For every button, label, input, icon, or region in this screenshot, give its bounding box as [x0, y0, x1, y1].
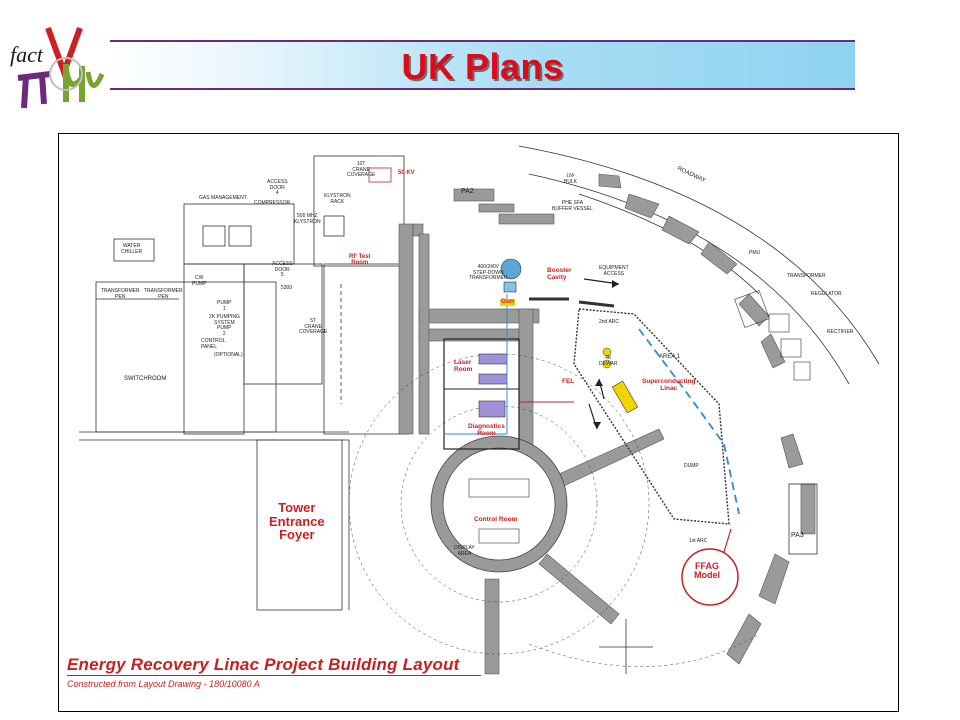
label-dim-5300: 5300: [281, 285, 293, 291]
label-transformer: TRANSFORMER: [787, 273, 826, 279]
label-50kv: 50 KV: [398, 170, 415, 176]
drawing-caption-subtitle: Constructed from Layout Drawing - 180/10…: [67, 679, 260, 689]
label-equipment-access: EQUIPMENT ACCESS: [599, 265, 629, 277]
label-area-1: AREA 1: [659, 354, 681, 360]
label-klystron-rack: KLYSTRON RACK: [324, 193, 351, 205]
logo-text: fact: [10, 42, 43, 67]
label-access-door-5: ACCESS DOOR 5: [272, 261, 293, 278]
label-klystron-500: 500 MHZ KLYSTRON: [294, 213, 321, 225]
label-laser-room: Laser Room: [454, 359, 473, 373]
label-tower-entrance-foyer: Tower Entrance Foyer: [269, 500, 325, 543]
building-layout-drawing: RF Test Room 50 KV Booster Cavity Gun La…: [58, 133, 899, 712]
label-booster-cavity: Booster Cavity: [547, 267, 572, 281]
label-water-chiller: WATER CHILLER: [121, 243, 143, 255]
label-step-down-transformer: 400/240V STEP-DOWN TRANSFORMER: [469, 264, 508, 281]
label-ffag-model: FFAG Model: [694, 561, 720, 581]
erl-racetrack: [500, 258, 730, 525]
label-fel: FEL: [562, 378, 575, 385]
laser-tables: [478, 353, 508, 418]
label-regulator: REGULATOR: [811, 291, 842, 297]
rf-test-room: [323, 263, 410, 435]
control-room-rotunda: [348, 353, 650, 655]
pi-glyph-purple: [17, 71, 51, 109]
label-gas-management: GAS MANAGEMENT: [199, 195, 247, 201]
logo-ring: [49, 57, 83, 91]
fact-nu-logo: fact: [8, 22, 108, 114]
label-pmu: PMU: [749, 250, 761, 256]
label-transformer-pen-1: TRANSFORMER PEN: [101, 288, 140, 300]
switchroom-block: [95, 281, 277, 433]
fact-logo-graphic: [17, 26, 105, 109]
gas-management-room: [183, 203, 295, 265]
label-diagnostics-room: Diagnostics Room: [468, 423, 505, 437]
wall-inner: [518, 308, 534, 460]
wall-pa3: [800, 483, 816, 535]
klystron-room: [313, 155, 405, 267]
drawing-caption-title: Energy Recovery Linac Project Building L…: [67, 655, 460, 674]
laser-transport-line: [444, 294, 508, 435]
label-pa2: PA2: [461, 188, 474, 195]
label-cw-pump: CW PUMP: [192, 275, 207, 287]
water-chiller: [113, 238, 155, 262]
label-dewar: 4K DEWAR: [599, 355, 618, 367]
ffag-beamline: [638, 328, 740, 515]
label-dump: DUMP: [684, 463, 699, 469]
label-optional: (OPTIONAL): [214, 352, 243, 358]
floor-plan-svg: [79, 145, 880, 675]
gun-vessel: [500, 258, 522, 280]
label-control-room: Control Room: [474, 516, 518, 523]
ffag-model-ring: [681, 548, 739, 606]
wall-spoke-southeast: [538, 553, 620, 625]
dewar: [602, 359, 612, 369]
label-access-door-4: ACCESS DOOR 4: [267, 179, 288, 196]
label-second-arc: 2nd ARC: [599, 319, 620, 325]
laser-diagnostics-rooms: [443, 338, 520, 450]
label-gun: Gun: [500, 298, 515, 306]
label-pa3: PA3: [791, 532, 804, 539]
label-control-panel: CONTROL PANEL: [201, 338, 226, 350]
wall-west: [398, 223, 414, 435]
nu-glyph-green: [85, 71, 105, 88]
page-title: UK Plans: [401, 46, 564, 87]
label-pump-2: PUMP 2: [217, 325, 232, 337]
label-compressor: COMPRESSOR: [254, 200, 291, 206]
label-display-area: DISPLAY AREA: [454, 545, 475, 557]
label-pumping-system: 2K PUMPING SYSTEM: [209, 314, 240, 326]
label-ln2-bulk: LN² BULK: [564, 173, 578, 185]
tower-foyer-outline: [256, 439, 343, 611]
label-pump-1: PUMP 1: [217, 300, 232, 312]
label-rectifier: RECTIFIER: [827, 329, 854, 335]
label-first-arc: 1st ARC: [689, 538, 708, 544]
superconducting-linac-module: [611, 380, 639, 414]
label-buffer-vessel: PHE SFA BUFFER VESSEL: [552, 200, 593, 212]
title-bar: UK Plans: [110, 40, 855, 90]
label-crane-10t: 10T CRANE COVERAGE: [347, 161, 376, 178]
label-superconducting-linac: Superconducting Linac: [642, 378, 696, 392]
caption-underline: [67, 675, 481, 676]
label-switchroom: SWITCHROOM: [124, 376, 167, 382]
label-transformer-pen-2: TRANSFORMER PEN: [144, 288, 183, 300]
label-rf-test-room: RF Test Room: [349, 254, 371, 267]
label-crane-5t: 5T CRANE COVERAGE: [299, 318, 328, 335]
wall-spoke-east: [558, 428, 665, 487]
